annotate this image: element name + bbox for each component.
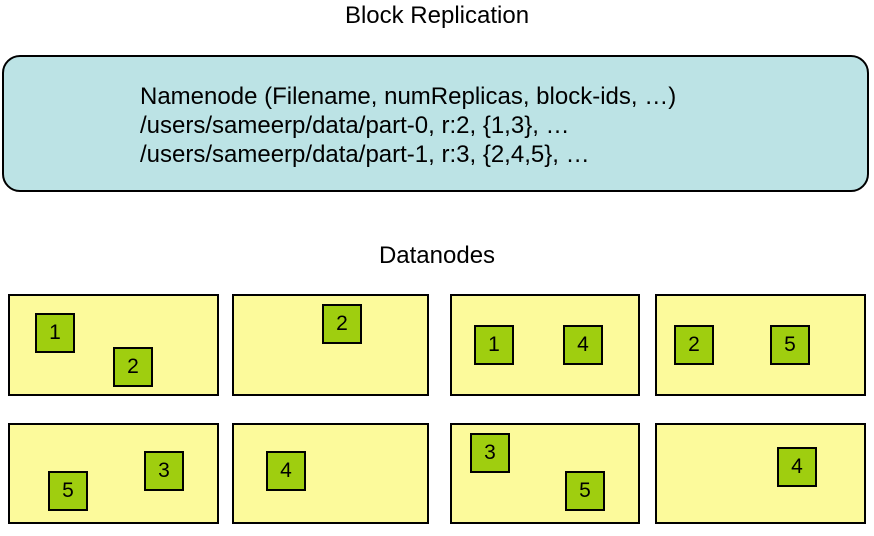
datanode-5: 4 [232, 423, 429, 524]
block-replica: 5 [770, 325, 810, 365]
block-replica: 2 [674, 325, 714, 365]
block-replica: 1 [35, 313, 75, 353]
namenode-box: Namenode (Filename, numReplicas, block-i… [2, 55, 869, 192]
block-replica: 2 [113, 347, 153, 387]
block-replica: 5 [48, 471, 88, 511]
block-replica: 5 [565, 471, 605, 511]
block-replica: 3 [144, 451, 184, 491]
page-title: Block Replication [344, 2, 530, 29]
block-replica: 1 [474, 325, 514, 365]
datanode-1: 2 [232, 294, 429, 396]
block-replica: 2 [322, 304, 362, 344]
datanode-7: 4 [655, 423, 866, 524]
namenode-text: Namenode (Filename, numReplicas, block-i… [140, 83, 677, 168]
block-replica: 4 [266, 451, 306, 491]
block-replica: 4 [563, 325, 603, 365]
block-replica: 4 [777, 447, 817, 487]
datanodes-section-title: Datanodes [378, 242, 496, 269]
block-replica: 3 [470, 433, 510, 473]
